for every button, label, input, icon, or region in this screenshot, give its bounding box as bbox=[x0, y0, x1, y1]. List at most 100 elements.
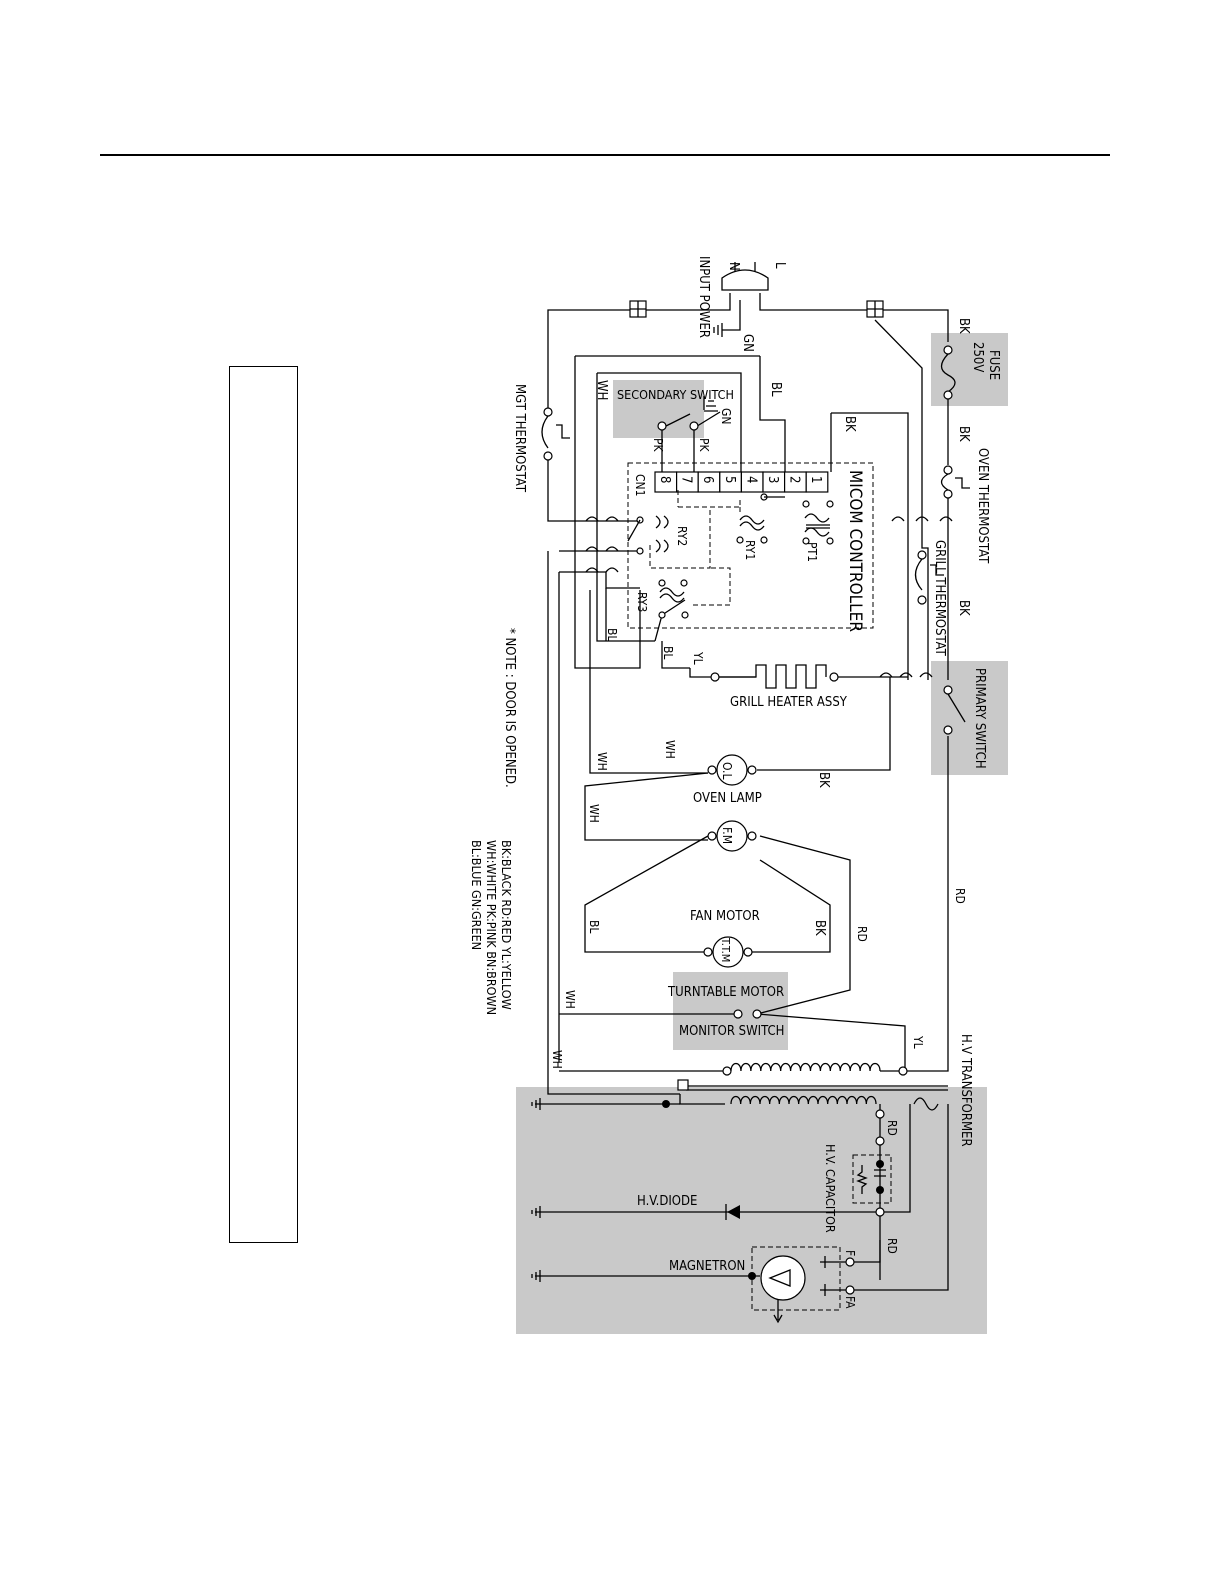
hv-capacitor-label: H.V. CAPACITOR bbox=[823, 1144, 838, 1233]
junction-dot bbox=[662, 1100, 670, 1108]
hv-diode-symbol bbox=[725, 1204, 740, 1220]
wire-bl-label: BL bbox=[768, 382, 783, 397]
cn1-pin-number: 1 bbox=[808, 476, 823, 483]
ry2-label: RY2 bbox=[675, 526, 689, 546]
cn1-pin-number: 5 bbox=[722, 476, 737, 483]
micom-controller-box bbox=[627, 462, 874, 629]
wire-bk-label: BK bbox=[956, 426, 971, 442]
wire-pk-label: PK bbox=[697, 438, 711, 453]
wire-yl-label: YL bbox=[911, 1035, 925, 1049]
wire-rd-label: RD bbox=[953, 888, 967, 904]
hv-transformer-symbol bbox=[677, 1062, 939, 1119]
input-power-label: INPUT POWER bbox=[696, 256, 711, 338]
turntable-symbol-label: T.T.M bbox=[719, 937, 732, 962]
wire-pk-label: PK bbox=[651, 438, 665, 453]
mgt-thermostat-symbol bbox=[541, 407, 570, 461]
turntable-motor-label: TURNTABLE MOTOR bbox=[667, 985, 784, 1000]
fan-motor-symbol bbox=[707, 820, 757, 852]
cn1-pin-cell bbox=[805, 471, 829, 493]
cn1-pin-number: 8 bbox=[657, 476, 672, 483]
legend-line-2: WH:WHITE PK:PINK BN:BROWN bbox=[484, 840, 499, 1015]
oven-lamp-symbol bbox=[707, 754, 757, 786]
terminal-f-label: F bbox=[843, 1250, 857, 1256]
fuse-label: FUSE bbox=[986, 350, 1001, 380]
oven-lamp-label: OVEN LAMP bbox=[693, 791, 762, 806]
oven-thermostat-symbol bbox=[940, 465, 970, 499]
secondary-switch-symbol bbox=[657, 400, 718, 431]
wire-bl-label: BL bbox=[605, 628, 619, 641]
ry3-relay-symbol bbox=[658, 567, 731, 619]
plug-l-label: L bbox=[772, 262, 787, 269]
wire-connector bbox=[629, 300, 884, 318]
primary-switch-label: PRIMARY SWITCH bbox=[972, 668, 987, 769]
pt1-transformer-symbol bbox=[802, 500, 834, 545]
cn1-pin-number: 6 bbox=[700, 476, 715, 483]
micom-controller-label: MICOM CONTROLLER bbox=[845, 470, 865, 632]
ry3-label: RY3 bbox=[635, 592, 649, 612]
labels: L N INPUT POWER GN FUSE 250V BK BK BK BK… bbox=[469, 256, 1001, 1309]
wire-wh-label: WH bbox=[587, 804, 601, 823]
wire-rd-label: RD bbox=[855, 926, 869, 942]
cn1-pin-number: 7 bbox=[679, 476, 694, 483]
wire-bk-label: BK bbox=[956, 600, 971, 616]
turntable-motor-symbol bbox=[703, 936, 753, 968]
wire-crossover-terminals bbox=[585, 516, 953, 678]
hv-capacitor-symbol bbox=[852, 1136, 892, 1217]
wires bbox=[535, 293, 949, 1291]
oven-lamp-symbol-label: O.L bbox=[720, 762, 734, 779]
wire-bk-label: BK bbox=[956, 318, 971, 334]
grill-heater-element bbox=[710, 664, 839, 689]
grill-thermostat-label: GRILL THERMOSTAT bbox=[932, 540, 947, 657]
primary-switch-highlight bbox=[931, 661, 1008, 775]
grill-thermostat-symbol bbox=[914, 550, 944, 605]
fuse-rating-label: 250V bbox=[970, 342, 985, 372]
ry1-relay-symbol bbox=[678, 493, 785, 544]
secondary-switch-label: SECONDARY SWITCH bbox=[617, 387, 734, 402]
ground-gn-label: GN bbox=[740, 334, 755, 352]
terminal-fa-label: FA bbox=[843, 1296, 857, 1309]
fuse-element bbox=[940, 345, 956, 400]
wire-gn-label: GN bbox=[719, 408, 733, 424]
wire-rd-label: RD bbox=[885, 1238, 899, 1254]
wire-bk-label: BK bbox=[842, 416, 857, 432]
pt1-label: PT1 bbox=[805, 542, 819, 562]
legend-line-1: BK:BLACK RD:RED YL:YELLOW bbox=[499, 840, 514, 1010]
cn1-pin-number: 2 bbox=[787, 476, 802, 483]
fan-motor-label: FAN MOTOR bbox=[690, 909, 760, 924]
mgt-thermostat-label: MGT THERMOSTAT bbox=[512, 384, 527, 493]
plug-n-label: N bbox=[726, 262, 741, 271]
wire-rd-label: RD bbox=[885, 1120, 899, 1136]
oven-thermostat-label: OVEN THERMOSTAT bbox=[975, 448, 990, 564]
top-rule bbox=[100, 154, 1110, 156]
side-empty-box bbox=[229, 366, 298, 1243]
primary-switch-symbol bbox=[943, 685, 966, 735]
fan-motor-symbol-label: F.M bbox=[720, 827, 734, 844]
wire-bl-label: BL bbox=[661, 646, 675, 659]
wire-wh-label: WH bbox=[595, 752, 609, 771]
wire-wh-label: WH bbox=[563, 990, 577, 1009]
magnetron-symbol bbox=[748, 1246, 855, 1324]
wire-bl-label: BL bbox=[587, 920, 601, 933]
wire-yl-label: YL bbox=[691, 651, 705, 665]
wire-wh-label: WH bbox=[663, 740, 677, 759]
cn1-pin-number: 3 bbox=[765, 476, 780, 483]
ry2-relay-symbol bbox=[627, 490, 711, 569]
ry1-label: RY1 bbox=[743, 540, 757, 560]
cn1-pin-number: 4 bbox=[743, 476, 758, 483]
wire-bk-label: BK bbox=[812, 920, 827, 936]
note-text: * NOTE : DOOR IS OPENED. bbox=[502, 628, 517, 788]
wire-wh-label: WH bbox=[550, 1050, 564, 1069]
magnetron-label: MAGNETRON bbox=[669, 1259, 745, 1274]
monitor-switch-symbol bbox=[733, 1009, 762, 1019]
wire-bk-label: BK bbox=[816, 772, 831, 788]
monitor-switch-label: MONITOR SWITCH bbox=[679, 1024, 784, 1039]
ground-symbol bbox=[531, 323, 723, 1282]
hv-diode-label: H.V.DIODE bbox=[637, 1194, 697, 1209]
hv-transformer-label: H.V TRANSFORMER bbox=[958, 1034, 973, 1147]
input-power-plug bbox=[721, 262, 769, 291]
grill-heater-label: GRILL HEATER ASSY bbox=[730, 695, 848, 710]
cn1-label: CN1 bbox=[633, 474, 647, 496]
legend-line-3: BL:BLUE GN:GREEN bbox=[469, 840, 484, 950]
